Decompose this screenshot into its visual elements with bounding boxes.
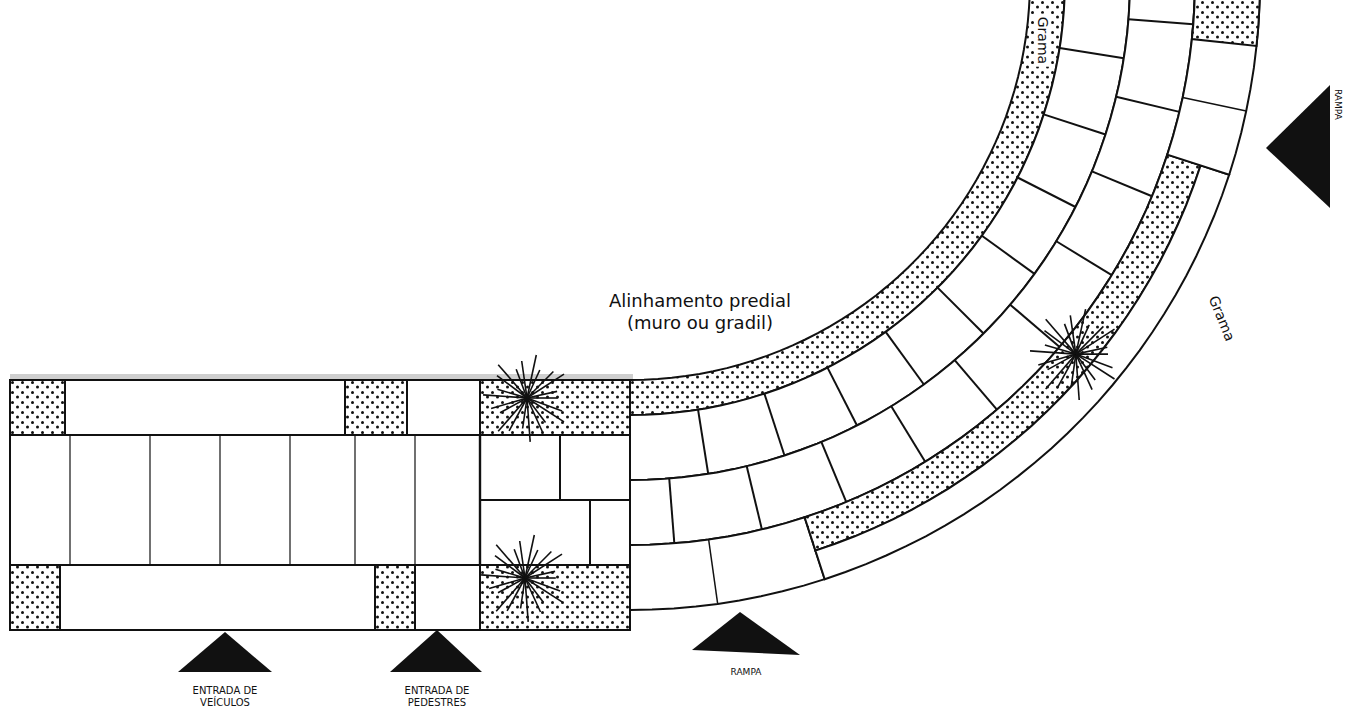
paving-band [10, 435, 630, 565]
tree-symbol [1076, 347, 1107, 354]
grass-block [10, 380, 65, 435]
tree-symbol [525, 554, 562, 578]
entrance-label: ENTRADA DE VEÍCULOS [184, 685, 266, 709]
grass-block [1192, 0, 1260, 46]
tree-symbol [525, 578, 528, 622]
ramp-label: RAMPA [716, 667, 776, 678]
grass-strip [480, 565, 630, 630]
tree-symbol [1076, 309, 1086, 354]
grass-label: Grama [1035, 13, 1052, 66]
tree-symbol [527, 355, 536, 398]
tree-symbol [527, 374, 564, 398]
paving-joint [982, 236, 1035, 274]
tree-symbol [1038, 354, 1076, 365]
ramp-strip [630, 517, 825, 610]
tree-symbol [525, 571, 555, 578]
paving-joint [1056, 241, 1111, 275]
paving-joint [886, 332, 924, 385]
paving-joint [414, 435, 415, 565]
tree-symbol [525, 535, 534, 578]
paving-joint [1044, 114, 1106, 134]
tree-symbol [491, 398, 527, 409]
grass-block [345, 380, 407, 435]
curb-strip [815, 165, 1229, 579]
tree-symbol [1076, 329, 1115, 354]
ramp-strip [1167, 0, 1260, 175]
wall-label: Alinhamento predial (muro ou gradil) [608, 290, 793, 333]
paving-joint [69, 435, 70, 565]
paving-joint [955, 360, 997, 409]
grass-strip [805, 155, 1201, 551]
paving-joint [589, 500, 591, 565]
ramp-label: RAMPA [1333, 79, 1344, 129]
tree-symbol [522, 361, 527, 398]
tree-symbol [1076, 354, 1079, 400]
paving-joint [1092, 171, 1152, 196]
paving-band [630, 0, 1195, 545]
tree-symbol [1070, 315, 1076, 354]
grass-label: Grama [1204, 290, 1240, 346]
paving-joint [764, 394, 784, 456]
paving-joint [821, 442, 846, 502]
paving-joint [559, 435, 561, 500]
entrance-marker [178, 632, 272, 672]
entrance-marker [390, 630, 482, 672]
paving-joint [1018, 177, 1076, 207]
tree-symbol [525, 552, 551, 579]
paving-joint [1183, 97, 1247, 111]
paving-joint [149, 435, 150, 565]
paving-joint [938, 288, 984, 334]
tree-symbol [527, 398, 530, 442]
paving-joint [354, 435, 355, 565]
tree-symbol [1076, 326, 1104, 354]
ramp-marker [1266, 85, 1330, 208]
sidewalk-strip [10, 380, 480, 435]
paving-joint [827, 368, 857, 426]
tree-symbol [489, 578, 525, 589]
ramp-marker [692, 612, 800, 655]
paving-joint [219, 435, 220, 565]
tree-symbol [527, 391, 557, 398]
paving-joint [709, 540, 718, 604]
tree-symbol [527, 372, 553, 399]
sidewalk-strip [10, 565, 480, 630]
paving-joint [669, 478, 674, 543]
grass-block [10, 565, 60, 630]
paving-joint [698, 410, 708, 474]
grass-block [375, 565, 415, 630]
paving-joint [891, 406, 925, 461]
tree-symbol [520, 541, 525, 578]
paving-joint [1128, 19, 1193, 24]
entrance-label: ENTRADA DE PEDESTRES [396, 685, 478, 709]
paving-joint [1116, 97, 1179, 112]
grass-strip [480, 380, 630, 435]
paving-joint [747, 466, 762, 529]
paving-joint [1060, 48, 1124, 58]
paving-joint [480, 499, 630, 501]
paving-joint [289, 435, 290, 565]
